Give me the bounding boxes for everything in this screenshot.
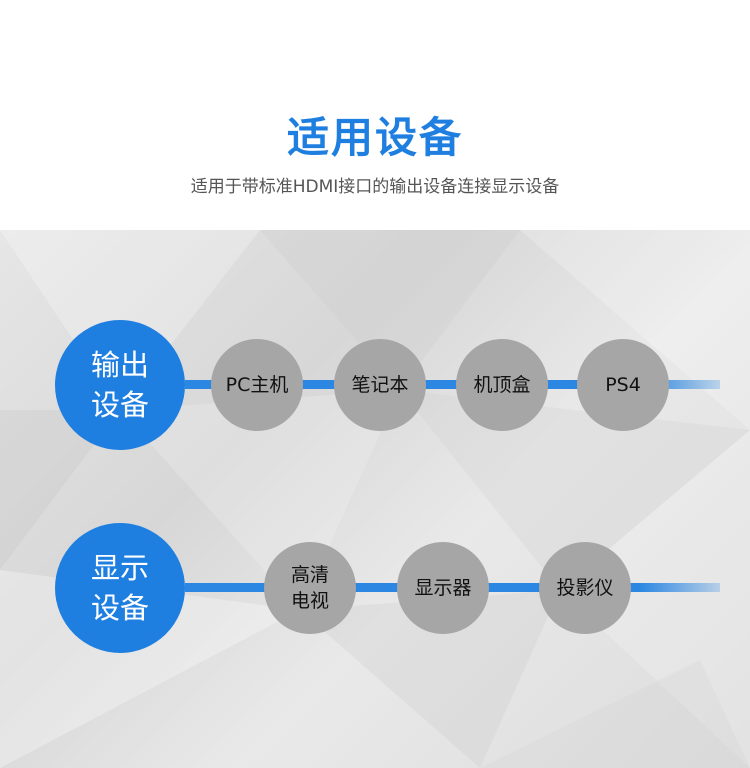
background-panel: 输出设备 PC主机 笔记本 机顶盒 PS4 显示设备 高清电视 显示器 投影仪 [0,230,750,768]
output-devices-row: 输出设备 PC主机 笔记本 机顶盒 PS4 [0,320,750,450]
device-laptop: 笔记本 [334,339,426,431]
device-set-top-box: 机顶盒 [456,339,548,431]
device-label: 高清电视 [290,564,329,612]
device-label: 机顶盒 [473,374,531,396]
background-polygons [0,230,750,768]
device-label: PS4 [605,374,641,396]
display-devices-label: 显示设备 [90,551,149,625]
page-title: 适用设备 [286,113,463,162]
output-devices-label: 输出设备 [90,348,149,422]
device-hdtv: 高清电视 [264,542,356,634]
device-monitor: 显示器 [397,542,489,634]
device-label: 显示器 [414,577,472,599]
device-label: 投影仪 [556,577,614,599]
display-devices-row: 显示设备 高清电视 显示器 投影仪 [0,523,750,653]
device-pc: PC主机 [211,339,303,431]
page-subtitle: 适用于带标准HDMI接口的输出设备连接显示设备 [190,177,560,197]
device-label: 笔记本 [351,374,409,396]
device-label: PC主机 [225,374,289,396]
device-ps4: PS4 [577,339,669,431]
output-connector-line [185,380,720,389]
display-devices-badge: 显示设备 [55,523,185,653]
device-projector: 投影仪 [539,542,631,634]
output-devices-badge: 输出设备 [55,320,185,450]
header: 适用设备 适用于带标准HDMI接口的输出设备连接显示设备 [0,0,750,230]
